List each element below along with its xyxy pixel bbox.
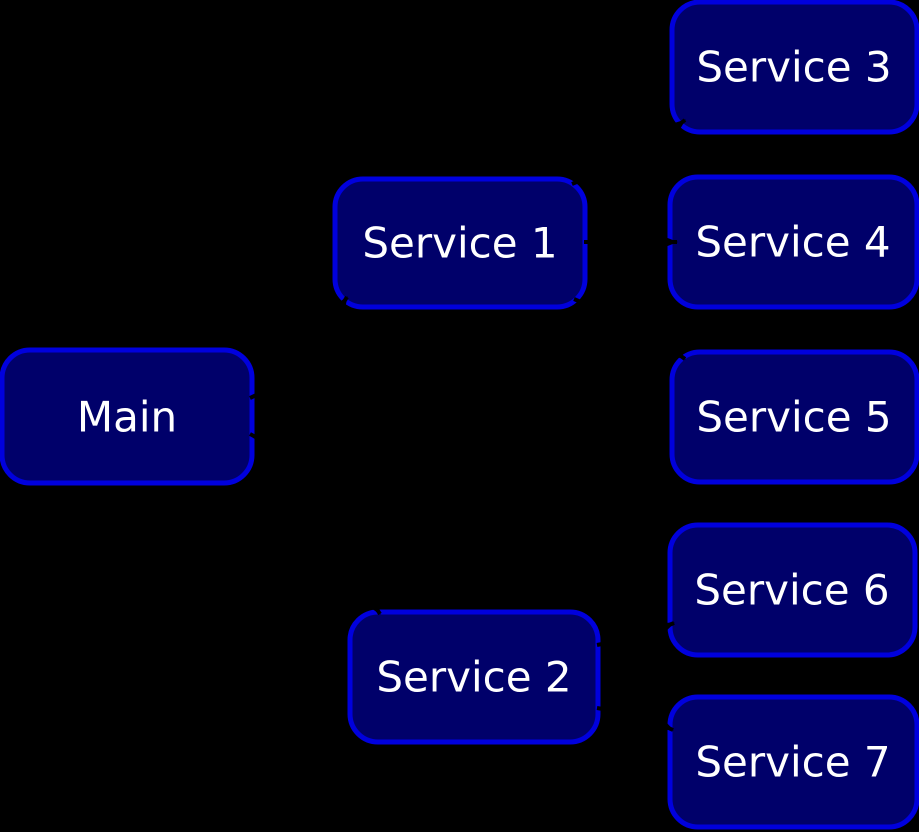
edge-main-service1 bbox=[249, 295, 349, 400]
node-service-7-label: Service 7 bbox=[695, 738, 890, 787]
node-service-1: Service 1 bbox=[332, 176, 588, 310]
node-service-5-box bbox=[669, 349, 919, 485]
node-service-5-label: Service 5 bbox=[696, 393, 891, 442]
edge-service1-service3 bbox=[571, 118, 687, 186]
node-service-3-box bbox=[669, 0, 919, 135]
edge-service2-service7 bbox=[596, 706, 674, 732]
node-service-5: Service 5 bbox=[669, 349, 919, 485]
node-service-2-box bbox=[347, 609, 601, 745]
node-main-label: Main bbox=[77, 393, 177, 442]
node-service-6: Service 6 bbox=[667, 522, 918, 658]
edge-service1-service5 bbox=[573, 297, 687, 361]
node-service-3-label: Service 3 bbox=[696, 43, 891, 92]
node-service-6-box bbox=[667, 522, 918, 658]
node-service-4: Service 4 bbox=[667, 174, 919, 310]
node-main: Main bbox=[0, 347, 255, 486]
node-service-2-label: Service 2 bbox=[376, 653, 571, 702]
node-service-1-label: Service 1 bbox=[362, 219, 557, 268]
edge-service2-service6 bbox=[596, 621, 675, 647]
edge-main-service2 bbox=[249, 432, 382, 616]
node-service-3: Service 3 bbox=[669, 0, 919, 135]
node-service-2: Service 2 bbox=[347, 609, 601, 745]
node-main-box bbox=[0, 347, 255, 486]
node-service-7-box bbox=[667, 694, 919, 830]
node-service-7: Service 7 bbox=[667, 694, 919, 830]
node-service-4-label: Service 4 bbox=[695, 218, 890, 267]
node-service-6-label: Service 6 bbox=[694, 566, 889, 615]
